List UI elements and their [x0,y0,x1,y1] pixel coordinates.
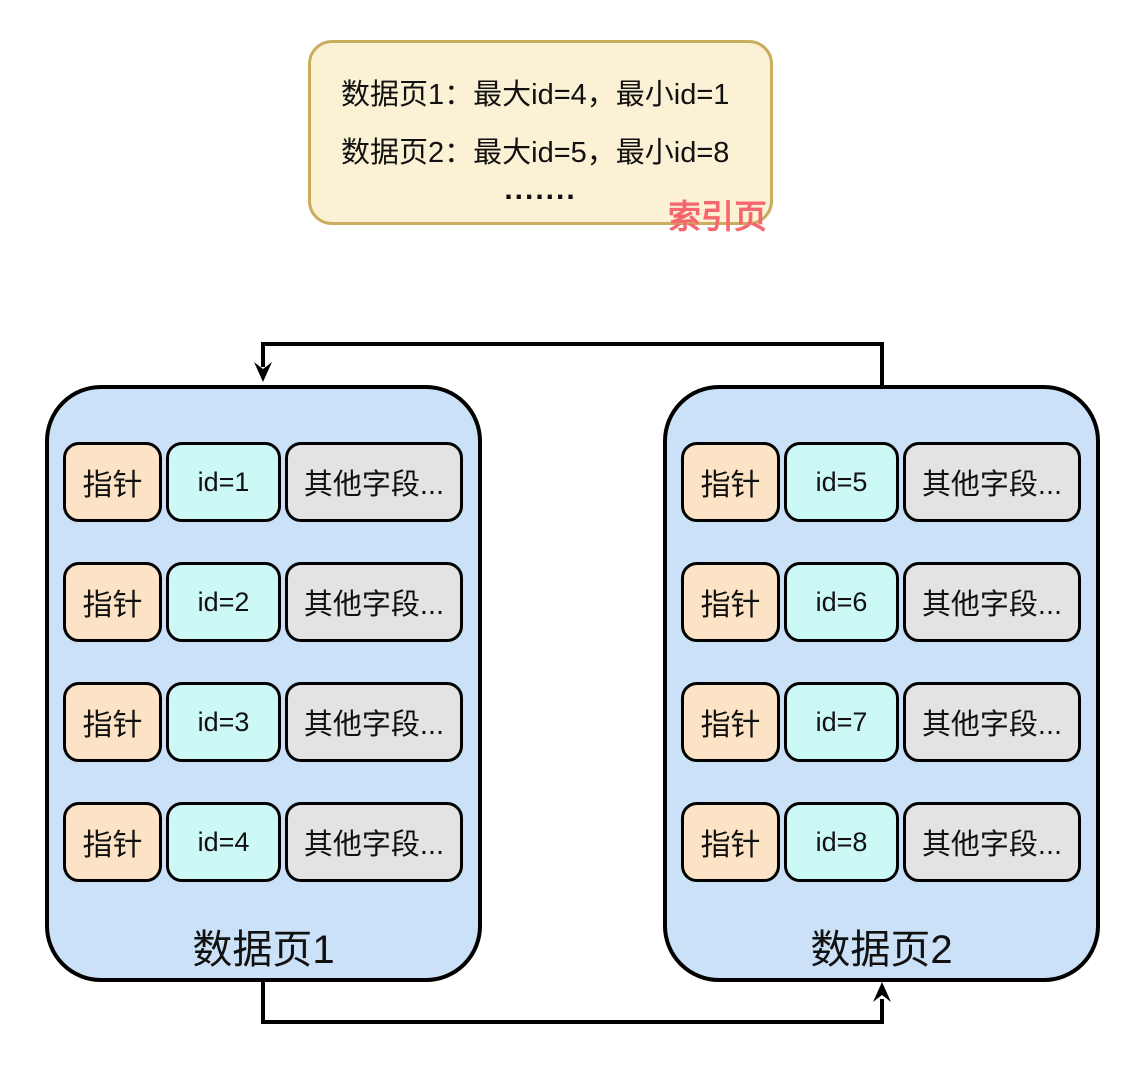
record-row: 指针 id=7 其他字段... [681,682,1081,762]
data-page-2-box: 指针 id=5 其他字段... 指针 id=6 其他字段... 指针 id=7 … [663,385,1100,982]
other-fields-cell: 其他字段... [903,802,1081,882]
record-row: 指针 id=5 其他字段... [681,442,1081,522]
record-row: 指针 id=2 其他字段... [63,562,463,642]
pointer-cell: 指针 [63,682,162,762]
page1-to-page2-bottom-link-line [261,980,884,1024]
record-row: 指针 id=4 其他字段... [63,802,463,882]
id-cell: id=3 [166,682,281,762]
data-page-2-title: 数据页2 [810,928,953,972]
index-entry-page1: 数据页1：最大id=4，最小id=1 [341,79,730,111]
pointer-cell: 指针 [63,442,162,522]
id-cell: id=4 [166,802,281,882]
other-fields-cell: 其他字段... [903,682,1081,762]
record-row: 指针 id=6 其他字段... [681,562,1081,642]
id-cell: id=2 [166,562,281,642]
data-page-1-box: 指针 id=1 其他字段... 指针 id=2 其他字段... 指针 id=3 … [45,385,482,982]
page1-to-page2-bottom-link-arrowhead-icon [873,982,891,1002]
id-cell: id=6 [784,562,899,642]
id-cell: id=8 [784,802,899,882]
pointer-cell: 指针 [681,442,780,522]
id-cell: id=1 [166,442,281,522]
other-fields-cell: 其他字段... [285,802,463,882]
pointer-cell: 指针 [63,802,162,882]
page2-to-page1-top-link-line [261,342,884,386]
pointer-cell: 指针 [681,802,780,882]
record-row: 指针 id=8 其他字段... [681,802,1081,882]
pointer-cell: 指针 [681,562,780,642]
id-cell: id=7 [784,682,899,762]
index-page-box: 数据页1：最大id=4，最小id=1 数据页2：最大id=5，最小id=8 ..… [308,40,773,235]
index-more-entries-ellipsis: ....... [504,173,577,206]
data-page-1-title: 数据页1 [192,928,335,972]
record-row: 指针 id=1 其他字段... [63,442,463,522]
other-fields-cell: 其他字段... [903,442,1081,522]
pointer-cell: 指针 [681,682,780,762]
id-cell: id=5 [784,442,899,522]
other-fields-cell: 其他字段... [285,442,463,522]
other-fields-cell: 其他字段... [903,562,1081,642]
index-entry-page2: 数据页2：最大id=5，最小id=8 [341,137,730,169]
pointer-cell: 指针 [63,562,162,642]
record-row: 指针 id=3 其他字段... [63,682,463,762]
other-fields-cell: 其他字段... [285,682,463,762]
index-page-label: 索引页 [668,198,767,235]
page2-to-page1-top-link-arrowhead-icon [254,362,272,382]
other-fields-cell: 其他字段... [285,562,463,642]
